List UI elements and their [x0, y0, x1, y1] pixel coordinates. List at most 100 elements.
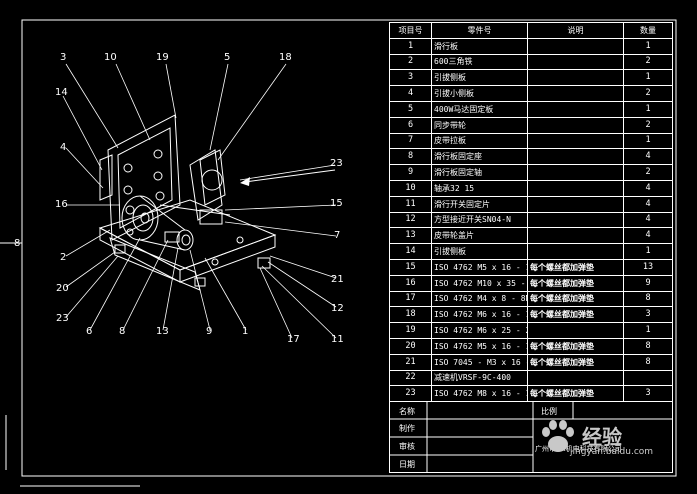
- made-label: 制作: [399, 423, 415, 433]
- belt-top: [139, 195, 186, 231]
- bolt: [153, 171, 163, 181]
- bom-cell-name: 600三角铁: [431, 53, 528, 71]
- side-plate: [107, 114, 181, 241]
- bolt: [123, 163, 133, 173]
- callout-label: 5: [224, 52, 230, 63]
- leader-lines: [62, 63, 337, 339]
- bom-cell-desc: 每个螺丝都加弹垫: [527, 306, 624, 324]
- bom-cell-name: 引拔侧板: [431, 69, 528, 87]
- callout-label: 17: [287, 334, 300, 345]
- callout-label: 20: [56, 283, 69, 294]
- bom-cell-desc: [527, 85, 624, 102]
- bom-cell-no: 11: [389, 195, 432, 213]
- bom-cell-qty: 4: [623, 195, 673, 213]
- callout-label: 1: [242, 326, 248, 337]
- foot: [194, 277, 206, 287]
- bom-cell-no: 17: [389, 290, 432, 308]
- motor-bracket: [189, 149, 223, 221]
- bom-cell-qty: 4: [623, 227, 673, 245]
- bom-cell-qty: 2: [623, 116, 673, 134]
- bom-cell-desc: [527, 195, 624, 213]
- bom-cell-no: 5: [389, 100, 432, 118]
- bom-cell-no: 13: [389, 227, 432, 245]
- callout-label: 3: [60, 52, 66, 63]
- bom-cell-no: 10: [389, 179, 432, 197]
- company-name: 广州市XX机电科技有限公司: [535, 444, 622, 453]
- bom-cell-no: 4: [389, 85, 432, 102]
- bom-cell-desc: [527, 37, 624, 55]
- bom-cell-name: ISO 4762 M8 x 16 - 16N: [431, 385, 528, 403]
- bom-cell-name: ISO 4762 M5 x 16 - 16N: [431, 258, 528, 276]
- title-block: 名称 比例 制作 审核 日期 广州市XX机电科技有限公司: [389, 401, 673, 473]
- bolt: [155, 191, 165, 201]
- bom-cell-no: 9: [389, 164, 432, 181]
- callout-label: 23: [330, 158, 343, 169]
- bom-cell-name: ISO 4762 M6 x 25 - 25N: [431, 322, 528, 339]
- bom-cell-no: 2: [389, 53, 432, 71]
- bom-cell-qty: 2: [623, 53, 673, 71]
- bom-cell-no: 8: [389, 148, 432, 166]
- bom-cell-no: 1: [389, 37, 432, 55]
- bom-cell-name: 同步带轮: [431, 116, 528, 134]
- bom-cell-name: 轴承32 15: [431, 179, 528, 197]
- bom-cell-qty: 1: [623, 37, 673, 55]
- arrow-23-head: [240, 177, 250, 186]
- side-plate-front: [117, 127, 173, 229]
- callout-label: 16: [55, 199, 68, 210]
- motor-hole: [201, 169, 223, 191]
- slide-block: [164, 231, 180, 243]
- callout-label: 21: [331, 274, 344, 285]
- callout-label: 19: [156, 52, 169, 63]
- review-label: 审核: [399, 441, 415, 451]
- bom-cell-desc: [527, 369, 624, 387]
- callout-label: 6: [86, 326, 92, 337]
- bom-cell-desc: [527, 243, 624, 260]
- bom-cell-qty: [623, 369, 673, 387]
- bom-cell-name: ISO 7045 - M3 x 16 - Z - 16N: [431, 353, 528, 371]
- belt-bottom: [139, 239, 186, 251]
- bom-cell-desc: 每个螺丝都加弹垫: [527, 258, 624, 276]
- bom-cell-desc: [527, 211, 624, 229]
- bom-cell-qty: 4: [623, 179, 673, 197]
- base-hole: [236, 236, 244, 244]
- bom-cell-desc: [527, 179, 624, 197]
- bom-cell-desc: [527, 227, 624, 245]
- bom-cell-name: 引拔侧板: [431, 243, 528, 260]
- bom-cell-qty: 2: [623, 85, 673, 102]
- bom-cell-no: 23: [389, 385, 432, 403]
- bom-cell-desc: [527, 322, 624, 339]
- bom-header-row: 项目号 零件号 说明 数量: [389, 22, 673, 39]
- angle-iron: [109, 237, 201, 291]
- bom-cell-qty: 1: [623, 69, 673, 87]
- callout-label: 4: [60, 142, 66, 153]
- callout-label: 18: [279, 52, 292, 63]
- bom-cell-name: 滑行板: [431, 37, 528, 55]
- foot: [257, 257, 271, 269]
- slide-block: [199, 209, 223, 225]
- base-hole: [211, 258, 219, 266]
- bolt: [125, 205, 135, 215]
- pulley-large-inner: [132, 204, 154, 232]
- baidu-jingyan-watermark: 经验 jingyan.baidu.com: [532, 413, 672, 465]
- bom-cell-qty: 3: [623, 385, 673, 403]
- bom-cell-name: 皮带拉板: [431, 132, 528, 150]
- callout-label: 2: [60, 252, 66, 263]
- base-plate-front: [179, 234, 276, 283]
- bom-cell-desc: [527, 53, 624, 71]
- callout-label: 14: [55, 87, 68, 98]
- callout-label: 8: [119, 326, 125, 337]
- bom-cell-qty: 13: [623, 258, 673, 276]
- bom-cell-no: 18: [389, 306, 432, 324]
- bom-cell-name: ISO 4762 M5 x 16 - 16N: [431, 337, 528, 355]
